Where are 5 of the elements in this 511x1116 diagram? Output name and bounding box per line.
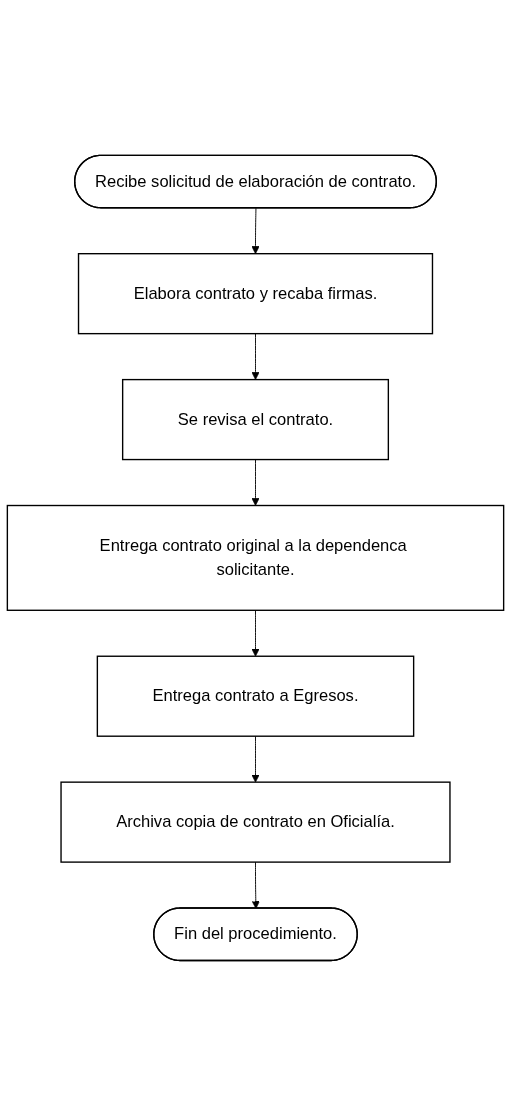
node-box: Entrega contrato original a la dependenca solicitante.: [6, 504, 505, 612]
node-box: Archiva copia de contrato en Oficialía.: [60, 781, 451, 863]
node-box: Entrega contrato a Egresos.: [96, 655, 415, 737]
node-box: Elabora contrato y recaba firmas.: [77, 253, 434, 335]
node-box: Se revisa el contrato.: [121, 379, 390, 461]
